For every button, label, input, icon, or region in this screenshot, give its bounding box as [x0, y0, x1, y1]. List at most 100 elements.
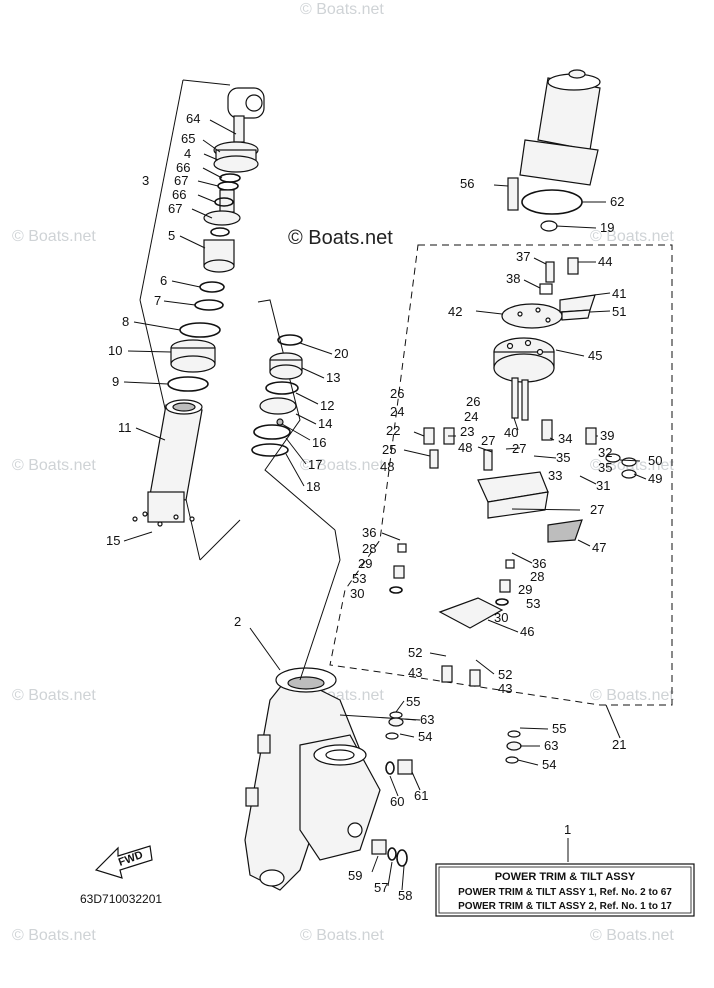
bolt-56: [507, 177, 519, 211]
callout-36: 36: [362, 525, 376, 540]
piston-rod: [233, 115, 245, 143]
callout-27: 27: [481, 433, 495, 448]
callout-24b: 24: [464, 409, 478, 424]
callout-22: 22: [386, 423, 400, 438]
callout-64: 64: [186, 111, 200, 126]
callout-53b: 53: [526, 596, 540, 611]
callout-39: 39: [600, 428, 614, 443]
o-ring-7: [194, 299, 224, 311]
callout-44: 44: [598, 254, 612, 269]
callout-52b: 52: [498, 667, 512, 682]
o-ring-8: [179, 322, 221, 338]
callout-63: 63: [420, 712, 434, 727]
box-line-2: POWER TRIM & TILT ASSY 2, Ref. No. 1 to …: [458, 901, 672, 912]
callout-38: 38: [506, 271, 520, 286]
callout-54: 54: [418, 729, 432, 744]
callout-50: 50: [648, 453, 662, 468]
callout-66: 66: [176, 160, 190, 175]
callout-62: 62: [610, 194, 624, 209]
piston-14: [259, 397, 297, 415]
box-line-1: POWER TRIM & TILT ASSY 1, Ref. No. 2 to …: [458, 887, 672, 898]
callout-63b: 63: [544, 738, 558, 753]
callout-55: 55: [406, 694, 420, 709]
callout-51: 51: [612, 304, 626, 319]
callout-35b: 35: [598, 460, 612, 475]
callout-13: 13: [326, 370, 340, 385]
callout-3: 3: [142, 173, 149, 188]
callout-48b: 48: [380, 459, 394, 474]
coupling-19: [540, 220, 558, 232]
callout-56: 56: [460, 176, 474, 191]
callout-58: 58: [398, 888, 412, 903]
callout-40: 40: [504, 425, 518, 440]
callout-27c: 27: [590, 502, 604, 517]
watermark-main: © Boats.net: [288, 227, 393, 249]
pump-plate: [501, 303, 563, 329]
svg-text:© Boats.net: © Boats.net: [300, 457, 384, 474]
cylinder-tube: [149, 404, 203, 501]
leader-lines: [123, 119, 647, 891]
callout-7: 7: [154, 293, 161, 308]
callout-59: 59: [348, 868, 362, 883]
svg-text:© Boats.net: © Boats.net: [300, 927, 384, 944]
callout-52: 52: [408, 645, 422, 660]
callout-14: 14: [318, 416, 332, 431]
callout-37: 37: [516, 249, 530, 264]
svg-text:© Boats.net: © Boats.net: [590, 927, 674, 944]
o-ring-62: [521, 189, 583, 215]
watermark-layer: © Boats.net © Boats.net © Boats.net © Bo…: [12, 1, 674, 944]
callout-57: 57: [374, 880, 388, 895]
callout-33: 33: [548, 468, 562, 483]
callout-15: 15: [106, 533, 120, 548]
callout-67: 67: [174, 173, 188, 188]
callout-16: 16: [312, 435, 326, 450]
o-ring-20: [277, 334, 303, 346]
callout-43: 43: [408, 665, 422, 680]
callout-67b: 67: [168, 201, 182, 216]
svg-text:© Boats.net: © Boats.net: [590, 687, 674, 704]
callout-20: 20: [334, 346, 348, 361]
callout-36b: 36: [532, 556, 546, 571]
callout-9: 9: [112, 374, 119, 389]
callout-11: 11: [118, 420, 132, 435]
callout-21: 21: [612, 737, 626, 752]
callout-53: 53: [352, 571, 366, 586]
callout-5: 5: [168, 228, 175, 243]
callout-12: 12: [320, 398, 334, 413]
callout-18: 18: [306, 479, 320, 494]
callout-30b: 30: [494, 610, 508, 625]
callout-6: 6: [160, 273, 167, 288]
callout-47: 47: [592, 540, 606, 555]
callout-49: 49: [648, 471, 662, 486]
fwd-arrow-icon: FWD: [94, 845, 153, 879]
callout-8: 8: [122, 314, 129, 329]
callout-26: 26: [390, 386, 404, 401]
callout-30: 30: [350, 586, 364, 601]
cylinder-housing: [244, 529, 421, 891]
o-ring-16: [253, 424, 291, 440]
svg-text:© Boats.net: © Boats.net: [12, 228, 96, 245]
svg-text:© Boats.net: © Boats.net: [590, 228, 674, 245]
callout-42: 42: [448, 304, 462, 319]
callout-43b: 43: [498, 681, 512, 696]
o-ring-9: [167, 376, 209, 392]
callout-25: 25: [382, 442, 396, 457]
callout-32: 32: [598, 445, 612, 460]
callout-27b: 27: [512, 441, 526, 456]
callout-26b: 26: [466, 394, 480, 409]
callout-54b: 54: [542, 757, 556, 772]
callout-17: 17: [308, 457, 322, 472]
callout-48: 48: [458, 440, 472, 455]
callout-4: 4: [184, 146, 191, 161]
callout-10: 10: [108, 343, 122, 358]
seal-12: [265, 381, 299, 395]
circlip-18: [251, 443, 289, 457]
callout-2: 2: [234, 614, 241, 629]
callout-29: 29: [358, 556, 372, 571]
motor-pump-assembly: [371, 69, 637, 867]
callout-60: 60: [390, 794, 404, 809]
callout-61: 61: [414, 788, 428, 803]
callout-34: 34: [558, 431, 572, 446]
callout-29b: 29: [518, 582, 532, 597]
